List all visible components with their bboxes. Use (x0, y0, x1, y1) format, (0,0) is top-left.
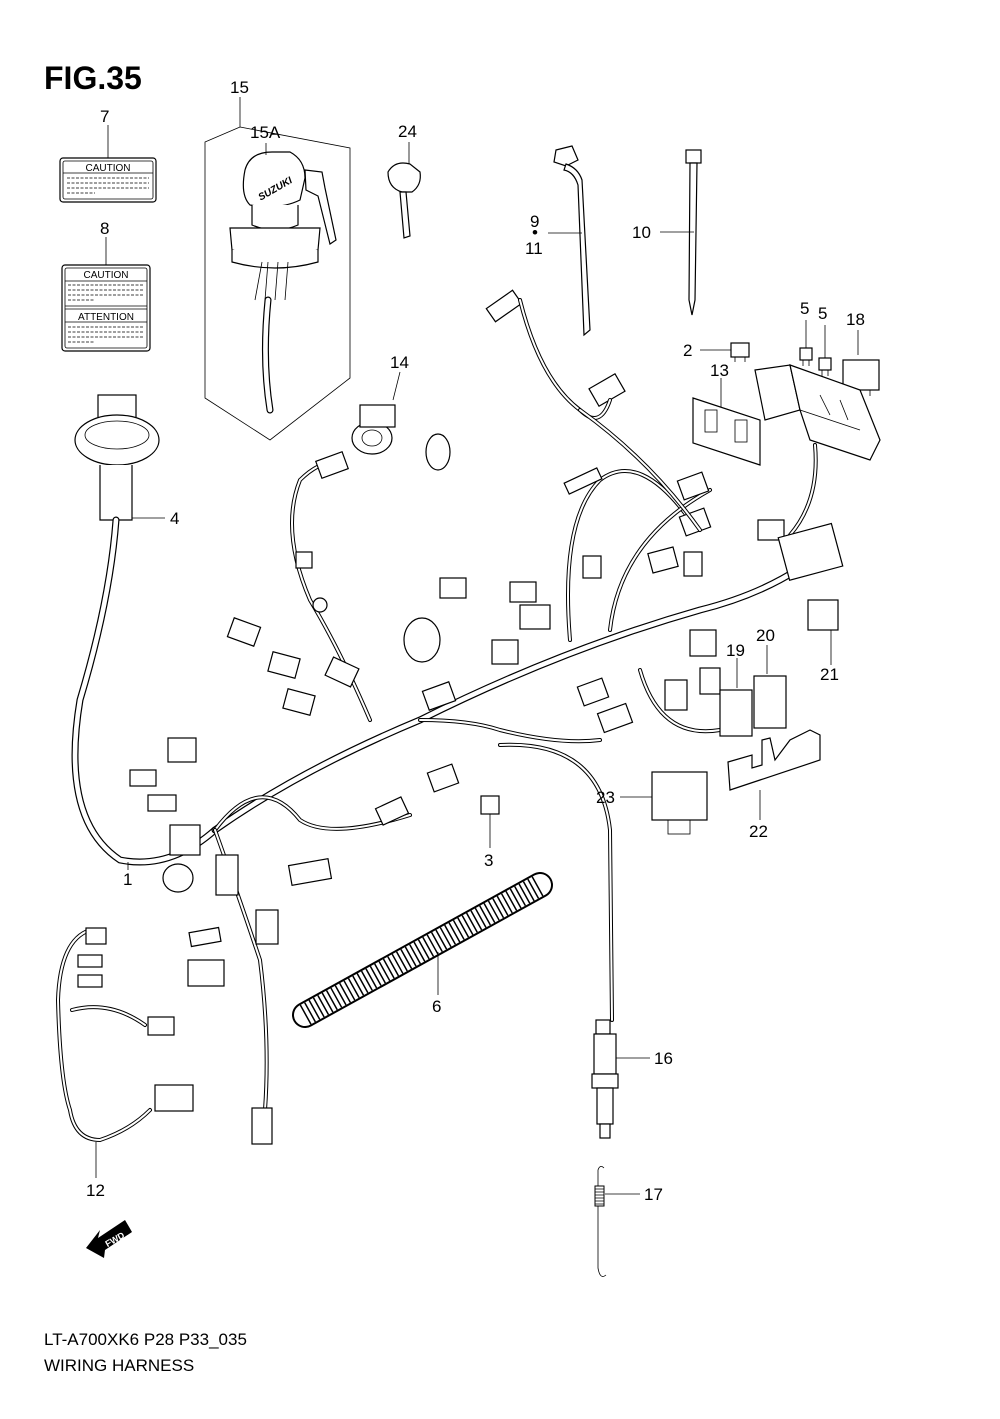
connector-cover-19[interactable] (719, 658, 753, 737)
harness-connectors (129, 289, 844, 1145)
clamp-band-9-11[interactable] (548, 145, 591, 337)
sensor-16[interactable] (591, 1019, 650, 1139)
figure-name: WIRING HARNESS (44, 1356, 195, 1375)
spring-17[interactable] (594, 1166, 640, 1277)
upper-branch-wires (518, 298, 702, 532)
fuse-2[interactable] (700, 342, 750, 362)
figure-title: FIG.35 (44, 60, 142, 96)
callout-16[interactable]: 16 (654, 1049, 673, 1068)
callout-11[interactable]: 11 (525, 239, 543, 258)
cable-tie-10[interactable] (660, 149, 702, 316)
relay-23[interactable] (620, 771, 708, 835)
accessory-socket-14[interactable] (351, 371, 451, 471)
connector-cap-3[interactable] (480, 795, 500, 848)
callout-22[interactable]: 22 (749, 822, 768, 841)
fuse-5b[interactable] (818, 325, 832, 376)
caution-heading: CAUTION (86, 163, 131, 174)
caution-heading: CAUTION (84, 270, 129, 281)
corrugated-tube-6[interactable] (292, 872, 553, 1028)
callout-5a[interactable]: 5 (800, 299, 809, 318)
callout-15a[interactable]: 15A (250, 123, 281, 142)
label-text-lines (68, 284, 144, 343)
forward-direction-arrow: FWD (86, 1220, 132, 1258)
model-code: LT-A700XK6 P28 P33_035 (44, 1330, 247, 1349)
callout-24[interactable]: 24 (398, 122, 417, 141)
attention-heading: ATTENTION (78, 312, 134, 323)
fuse-box-bracket-13[interactable] (692, 378, 761, 466)
harness-connector-4[interactable] (74, 394, 165, 521)
fuse-box[interactable] (754, 364, 881, 537)
sub-wiring-harness-12[interactable] (55, 927, 194, 1178)
fuse-5a[interactable] (799, 320, 813, 366)
callout-5b[interactable]: 5 (818, 304, 827, 323)
caution-attention-label-8[interactable]: CAUTION ATTENTION (61, 237, 151, 352)
callout-23[interactable]: 23 (596, 788, 615, 807)
ignition-switch: SUZUKI (229, 151, 337, 414)
callout-18[interactable]: 18 (846, 310, 865, 329)
connector-cover-20[interactable] (753, 645, 787, 729)
callout-9-11-separator: • (532, 223, 538, 242)
callout-9[interactable]: 9 (530, 212, 539, 231)
callout-6[interactable]: 6 (432, 997, 441, 1016)
callout-20[interactable]: 20 (756, 626, 775, 645)
connector-21[interactable] (807, 599, 839, 665)
callout-10[interactable]: 10 (632, 223, 651, 242)
callout-3[interactable]: 3 (484, 851, 493, 870)
relay-18[interactable] (842, 330, 880, 396)
callout-8[interactable]: 8 (100, 219, 109, 238)
callout-1[interactable]: 1 (123, 870, 132, 889)
callout-numbers: 7 8 15 15A 24 9 • 11 10 2 5 5 18 13 14 4… (86, 78, 865, 1204)
main-wiring-harness-1[interactable] (71, 459, 834, 1112)
callout-12[interactable]: 12 (86, 1181, 105, 1200)
caution-label-7[interactable]: CAUTION (59, 125, 157, 203)
callout-15[interactable]: 15 (230, 78, 249, 97)
blank-key-24[interactable] (387, 142, 421, 239)
callout-19[interactable]: 19 (726, 641, 745, 660)
ignition-switch-assembly-15[interactable]: SUZUKI (204, 97, 351, 441)
callout-21[interactable]: 21 (820, 665, 839, 684)
callout-14[interactable]: 14 (390, 353, 409, 372)
callout-13[interactable]: 13 (710, 361, 729, 380)
callout-4[interactable]: 4 (170, 509, 179, 528)
callout-7[interactable]: 7 (100, 107, 109, 126)
callout-17[interactable]: 17 (644, 1185, 663, 1204)
caution-text-lines (67, 177, 149, 194)
callout-2[interactable]: 2 (683, 341, 692, 360)
fuse-puller-22[interactable] (727, 729, 821, 820)
